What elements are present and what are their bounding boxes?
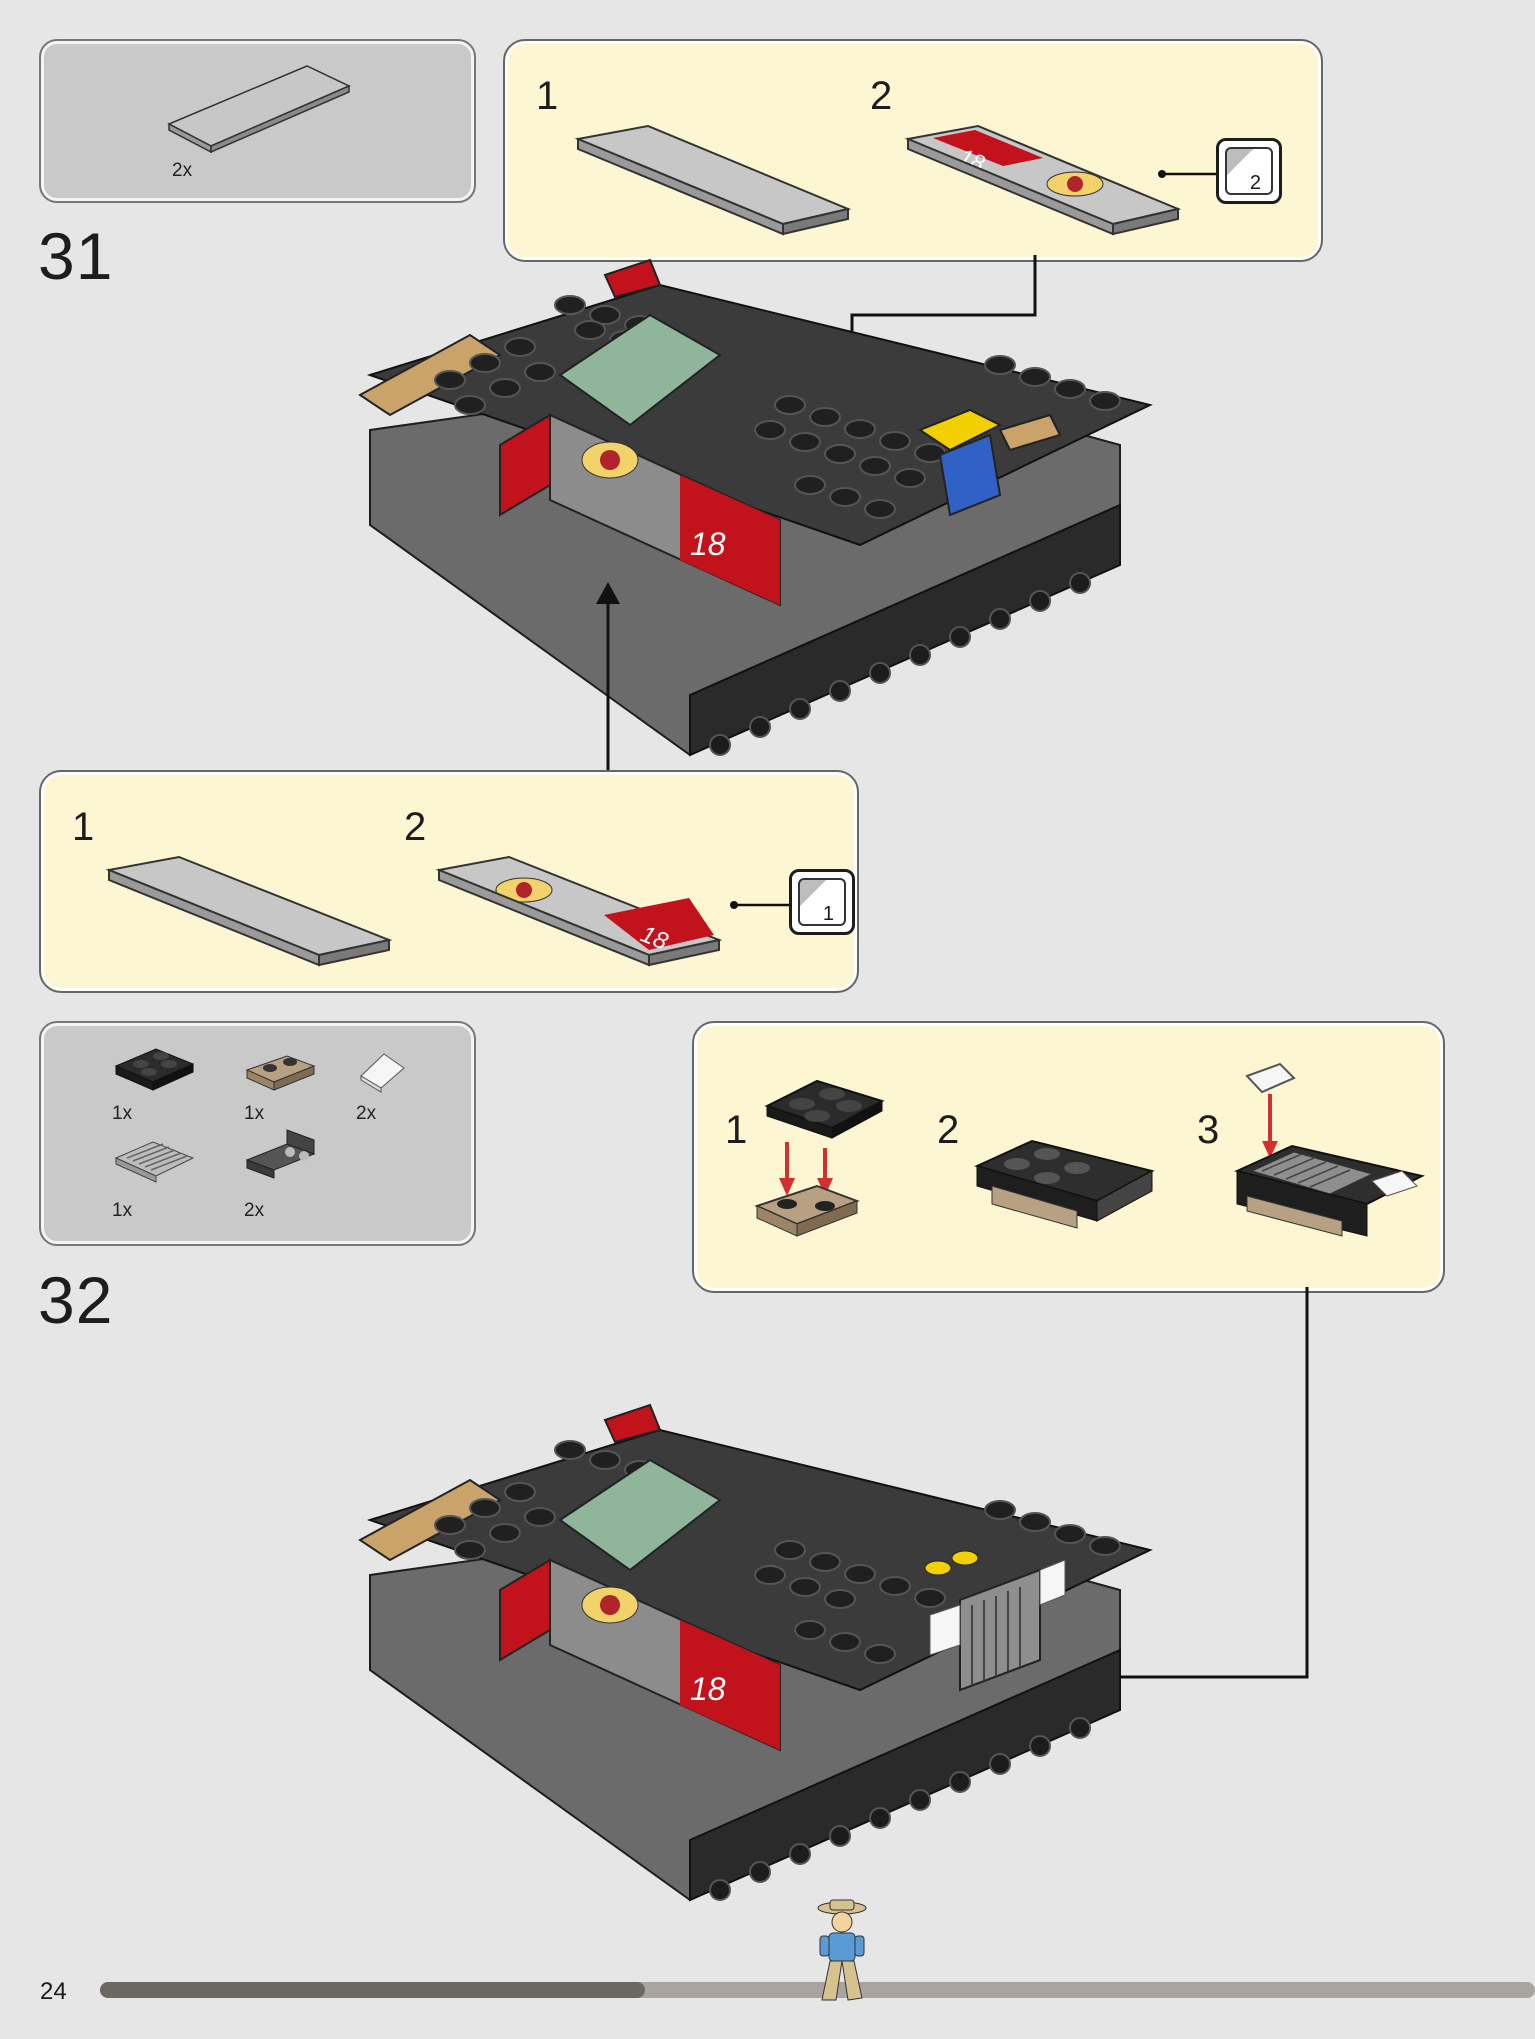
grille-tile-part-icon	[114, 1141, 195, 1183]
black-plate-part-icon	[114, 1048, 195, 1091]
svg-text:18: 18	[690, 526, 726, 562]
page-number: 24	[40, 1978, 67, 2005]
vehicle-model-step-32: 18	[358, 1403, 1153, 1902]
step-number: 32	[38, 1263, 114, 1337]
assembled-bracket-icon	[974, 1139, 1155, 1229]
sticker-icon	[1225, 147, 1273, 195]
callout-line	[730, 901, 792, 909]
sticker-number: 1	[822, 903, 834, 925]
tan-plate-part-icon	[245, 1055, 316, 1091]
grey-tile-part-icon	[574, 124, 852, 236]
part-qty: 1x	[244, 1103, 265, 1124]
minifigure-explorer-icon	[817, 1899, 867, 2001]
vehicle-model-step-31: 18	[358, 258, 1153, 757]
connector-arrow	[596, 582, 620, 770]
step-number: 31	[38, 219, 114, 293]
progress-bar-fill	[100, 1982, 645, 1998]
svg-text:18: 18	[690, 1671, 726, 1707]
parts-list-step-32: 1x 1x 2x 1x 2x	[39, 1021, 476, 1246]
sticker-callout: 1	[789, 869, 855, 935]
subassembly-callout: 1 2 3	[692, 1021, 1445, 1293]
sticker-number: 2	[1249, 172, 1261, 194]
grille-assembly-icon	[1233, 1062, 1425, 1237]
sub-step-number: 2	[937, 1108, 960, 1152]
part-qty: 2x	[244, 1200, 265, 1221]
sub-step-number: 1	[72, 805, 95, 849]
grey-tile-part-icon	[167, 65, 351, 154]
sub-step-number: 1	[725, 1108, 748, 1152]
sub-step-number: 2	[404, 805, 427, 849]
callout-line	[1158, 170, 1218, 178]
plate-stack-icon	[754, 1079, 885, 1237]
parts-list-step-31: 2x	[39, 39, 476, 203]
part-qty: 1x	[112, 1200, 133, 1221]
sticker-callout: 2	[1216, 138, 1282, 204]
part-qty: 2x	[172, 160, 193, 181]
stickered-tile-icon: 18	[435, 855, 723, 967]
subassembly-callout-top: 1 2 18 2	[503, 39, 1323, 262]
part-qty: 1x	[112, 1103, 133, 1124]
bracket-part-icon	[245, 1129, 316, 1179]
sticker-icon	[798, 878, 846, 926]
stickered-tile-icon: 18	[904, 124, 1182, 236]
trans-clear-slope-part-icon	[360, 1053, 405, 1093]
sub-step-number: 1	[536, 74, 559, 118]
grey-tile-part-icon	[105, 855, 393, 967]
sub-step-number: 3	[1197, 1108, 1220, 1152]
sub-step-number: 2	[870, 74, 893, 118]
subassembly-callout-bottom: 1 2 18 1	[39, 770, 859, 993]
part-qty: 2x	[356, 1103, 377, 1124]
